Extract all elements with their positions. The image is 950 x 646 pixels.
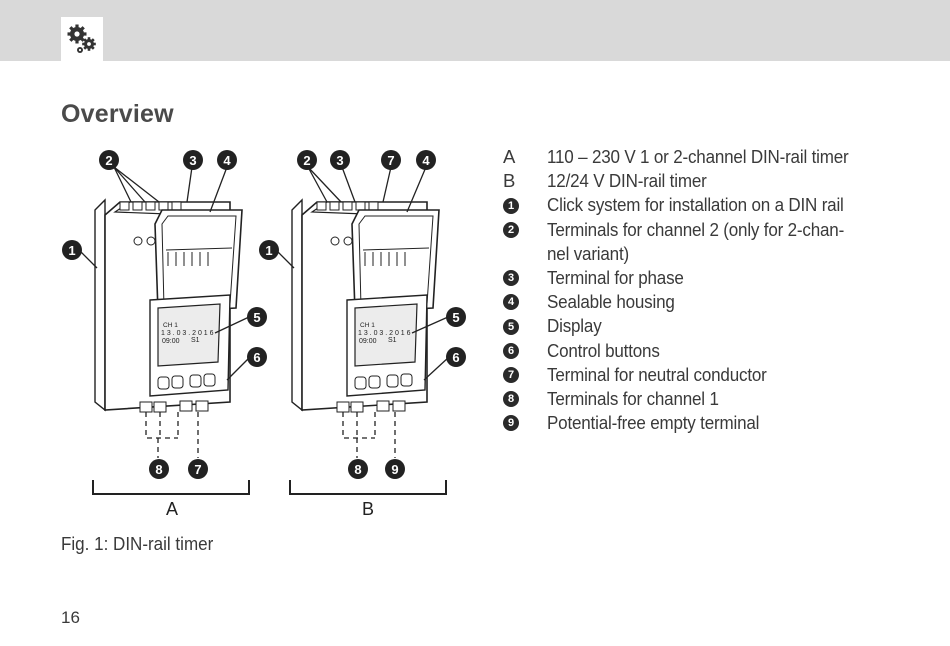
legend-text: Terminal for phase <box>547 267 684 289</box>
lcd-time: 09:00 <box>162 338 180 345</box>
svg-text:2: 2 <box>303 153 310 168</box>
callout-b-9: 9 <box>385 459 405 479</box>
legend-key: 8 <box>503 391 519 408</box>
svg-text:8: 8 <box>354 462 361 477</box>
lcd-state: S1 <box>191 337 200 344</box>
lcd-date: 1 3 . 0 3 . 2 0 1 6 <box>161 330 214 337</box>
svg-text:3: 3 <box>189 153 196 168</box>
lcd-time: 09:00 <box>359 338 377 345</box>
figure-caption: Fig. 1: DIN-rail timer <box>61 533 214 554</box>
legend-item-3: 3 Terminal for phase <box>500 266 940 290</box>
device-a-dashed-terminals <box>145 412 199 458</box>
lcd-channel: CH 1 <box>163 322 178 329</box>
callout-b-4: 4 <box>416 150 436 170</box>
legend-item-2: 2 Terminals for channel 2 (only for 2-ch… <box>500 218 940 242</box>
lcd-date: 1 3 . 0 3 . 2 0 1 6 <box>358 330 411 337</box>
lcd-channel: CH 1 <box>360 322 375 329</box>
svg-text:7: 7 <box>194 462 201 477</box>
legend-text-continued: nel variant) <box>547 242 629 264</box>
svg-text:6: 6 <box>253 350 260 365</box>
bracket-a <box>92 480 250 495</box>
lcd-state: S1 <box>388 337 397 344</box>
legend-item-8: 8 Terminals for channel 1 <box>500 387 940 411</box>
legend-key: 1 <box>503 197 519 214</box>
svg-text:5: 5 <box>452 310 459 325</box>
callout-a-6: 6 <box>247 347 267 367</box>
legend-item-b: B 12/24 V DIN-rail timer <box>500 169 940 193</box>
device-a-label: A <box>166 499 178 519</box>
callout-b-3: 3 <box>330 150 350 170</box>
callout-a-7: 7 <box>188 459 208 479</box>
callout-a-5: 5 <box>247 307 267 327</box>
svg-text:7: 7 <box>387 153 394 168</box>
device-b: CH 1 1 3 . 0 3 . 2 0 1 6 09:00 S1 2 3 7 … <box>259 150 466 519</box>
device-b-lcd: CH 1 1 3 . 0 3 . 2 0 1 6 09:00 S1 <box>358 322 411 345</box>
device-a-lcd: CH 1 1 3 . 0 3 . 2 0 1 6 09:00 S1 <box>161 322 214 345</box>
device-a-drawing <box>94 199 243 413</box>
callout-a-4: 4 <box>217 150 237 170</box>
legend-key: 7 <box>503 366 519 383</box>
device-a: CH 1 1 3 . 0 3 . 2 0 1 6 09:00 S1 2 3 4 <box>62 150 267 519</box>
device-b-leaders <box>275 166 450 381</box>
page-title: Overview <box>61 100 174 128</box>
callout-b-5: 5 <box>446 307 466 327</box>
legend-item-7: 7 Terminal for neutral conductor <box>500 363 940 387</box>
legend-text: Potential-free empty terminal <box>547 412 760 434</box>
legend-text: Click system for installation on a DIN r… <box>547 194 844 216</box>
legend-item-9: 9 Potential-free empty terminal <box>500 411 940 435</box>
callout-a-1: 1 <box>62 240 82 260</box>
callout-a-2: 2 <box>99 150 119 170</box>
svg-text:4: 4 <box>223 153 231 168</box>
legend-item-4: 4 Sealable housing <box>500 290 940 314</box>
device-b-drawing <box>291 199 440 413</box>
legend-text: Display <box>547 315 602 337</box>
gears-icon <box>67 24 96 53</box>
callout-b-2: 2 <box>297 150 317 170</box>
legend-key: 2 <box>503 221 519 238</box>
legend-item-1: 1 Click system for installation on a DIN… <box>500 193 940 217</box>
legend-key: 4 <box>503 294 519 311</box>
legend-item-2-continued: nel variant) <box>500 242 940 266</box>
svg-text:8: 8 <box>155 462 162 477</box>
device-a-leaders <box>78 166 251 381</box>
legend-text: Terminals for channel 1 <box>547 388 719 410</box>
header-bar <box>0 0 950 61</box>
legend-text: Terminal for neutral conductor <box>547 363 767 385</box>
legend-text: 12/24 V DIN-rail timer <box>547 170 707 192</box>
legend-key: 5 <box>503 318 519 335</box>
legend-key: 9 <box>503 415 519 432</box>
bracket-b <box>289 480 447 495</box>
callout-b-8: 8 <box>348 459 368 479</box>
svg-text:9: 9 <box>391 462 398 477</box>
legend-text: 110 – 230 V 1 or 2-channel DIN-rail time… <box>547 146 849 167</box>
callout-b-1: 1 <box>259 240 279 260</box>
svg-text:3: 3 <box>336 153 343 168</box>
legend-text: Terminals for channel 2 (only for 2-chan… <box>547 218 845 240</box>
legend-list: A 110 – 230 V 1 or 2-channel DIN-rail ti… <box>500 145 940 435</box>
legend-item-5: 5 Display <box>500 314 940 338</box>
section-tab <box>61 17 103 68</box>
legend-key: A <box>503 146 516 167</box>
device-b-label: B <box>362 499 374 519</box>
legend-key: 3 <box>503 270 519 287</box>
callout-a-3: 3 <box>183 150 203 170</box>
svg-text:6: 6 <box>452 350 459 365</box>
legend-key: B <box>503 170 516 192</box>
callout-a-8: 8 <box>149 459 169 479</box>
legend-item-a: A 110 – 230 V 1 or 2-channel DIN-rail ti… <box>500 145 940 169</box>
legend-key: 6 <box>503 342 519 359</box>
callout-b-7: 7 <box>381 150 401 170</box>
callout-b-6: 6 <box>446 347 466 367</box>
svg-text:2: 2 <box>105 153 112 168</box>
svg-text:1: 1 <box>68 243 75 258</box>
legend-item-6: 6 Control buttons <box>500 339 940 363</box>
legend-text: Sealable housing <box>547 291 675 313</box>
svg-text:1: 1 <box>265 243 272 258</box>
svg-text:5: 5 <box>253 310 260 325</box>
din-rail-timer-figure: CH 1 1 3 . 0 3 . 2 0 1 6 09:00 S1 2 3 4 <box>62 150 466 519</box>
device-b-dashed-terminals <box>342 412 396 458</box>
legend-text: Control buttons <box>547 339 660 361</box>
page-number: 16 <box>61 608 80 627</box>
svg-text:4: 4 <box>422 153 430 168</box>
